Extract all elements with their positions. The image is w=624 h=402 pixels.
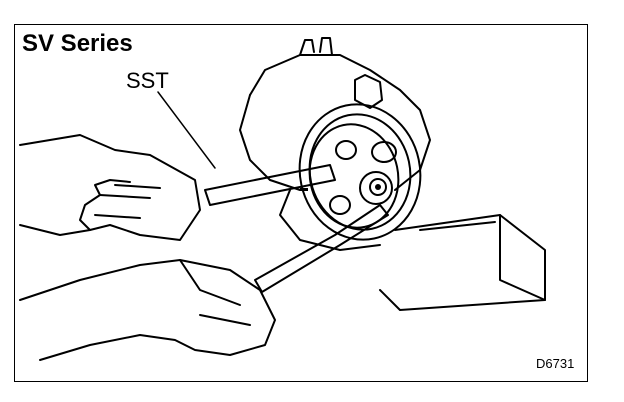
pump-body (249, 54, 431, 191)
pulley-outer (298, 103, 422, 241)
sst-wrench-lower (254, 204, 389, 293)
right-hand (19, 259, 276, 361)
sst-wrench-upper (204, 164, 336, 206)
label-sst: SST (126, 68, 169, 93)
figure-code: D6731 (536, 356, 575, 371)
base-block (379, 214, 546, 311)
left-hand (19, 134, 201, 241)
pulley-hub (359, 171, 393, 205)
figure-title: SV Series (22, 30, 133, 57)
figure-frame (14, 24, 588, 382)
sst-leader (157, 91, 216, 169)
